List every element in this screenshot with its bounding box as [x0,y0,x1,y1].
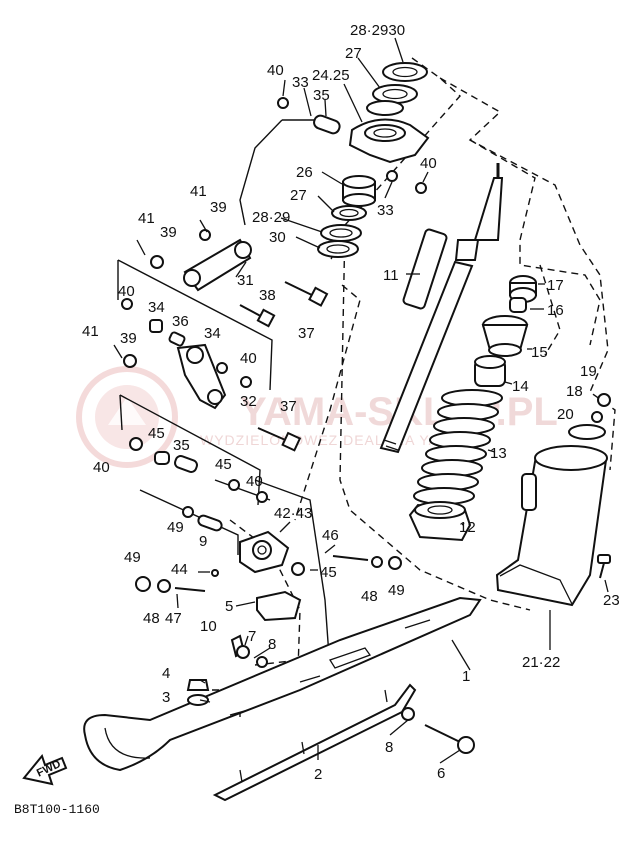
callout-15: 15 [531,344,548,361]
callout-49: 49 [167,519,184,536]
callout-36: 36 [172,313,189,330]
callout-17: 17 [547,277,564,294]
parts-spring [408,275,537,542]
callout-1: 1 [462,668,470,685]
callout-42-43: 42·43 [274,505,312,522]
callout-40: 40 [118,283,135,300]
callout-2: 2 [314,766,322,783]
callout-24-25: 24.25 [312,67,350,84]
callout-41: 41 [82,323,99,340]
callout-28-29-30-top: 28·2930 [350,22,405,39]
callout-5: 5 [225,598,233,615]
parts-link-arm [136,219,329,328]
callout-41: 41 [138,210,155,227]
callout-11: 11 [383,267,399,284]
callout-30: 30 [269,229,286,246]
callout-41: 41 [190,183,207,200]
parts-lower-pins [129,437,268,532]
callout-20: 20 [557,406,574,423]
callout-37: 37 [280,398,297,415]
callout-46: 46 [322,527,339,544]
callout-38: 38 [259,287,276,304]
callout-47: 47 [165,610,182,627]
callout-35: 35 [173,437,190,454]
callout-45: 45 [320,564,337,581]
callout-39: 39 [210,199,227,216]
callout-40: 40 [267,62,284,79]
parts-strut [379,163,504,454]
callout-34: 34 [204,325,221,342]
parts-spindle-bracket [135,530,402,668]
callout-19: 19 [580,363,597,380]
callout-8: 8 [385,739,393,756]
callout-27: 27 [290,187,307,204]
callout-37: 37 [298,325,315,342]
callout-10: 10 [200,618,217,635]
callout-40: 40 [240,350,257,367]
callout-6: 6 [437,765,445,782]
callout-33: 33 [377,202,394,219]
callout-33: 33 [292,74,309,91]
parts-ski [83,596,482,802]
callout-48: 48 [361,588,378,605]
callout-4: 4 [162,665,170,682]
callout-27-top: 27 [345,45,362,62]
callout-8: 8 [268,636,276,653]
diagram-code: B8T100-1160 [14,802,100,817]
parts-outer-tube [495,393,611,607]
callout-16: 16 [547,302,564,319]
callout-18: 18 [566,383,583,400]
callout-39: 39 [160,224,177,241]
callout-40: 40 [420,155,437,172]
callout-13: 13 [490,445,507,462]
callout-28-29: 28·29 [252,209,290,226]
callout-44: 44 [171,561,188,578]
callout-35: 35 [313,87,330,104]
callout-34: 34 [148,299,165,316]
callout-32: 32 [240,393,257,410]
callout-31: 31 [237,272,254,289]
callout-3: 3 [162,689,170,706]
callout-45: 45 [148,425,165,442]
callout-21-22: 21·22 [522,654,560,671]
callout-40: 40 [246,473,263,490]
callout-48: 48 [143,610,160,627]
callout-49: 49 [124,549,141,566]
fwd-arrow-icon: FWD [22,753,68,786]
assembly-group-lines [117,57,616,720]
parts-arm-32 [113,298,302,452]
watermark-tagline: WYDZIELONOWEZ DEALERA YAMAHA [200,432,483,448]
callout-12: 12 [459,519,476,536]
callout-26: 26 [296,164,313,181]
callout-labels: 28·2930 27 24.25 40 33 35 40 26 27 33 28… [82,22,620,783]
parts-top-bearings [277,62,430,258]
callout-14: 14 [512,378,529,395]
callout-39: 39 [120,330,137,347]
callout-7: 7 [248,628,256,645]
callout-49: 49 [388,582,405,599]
leader-lines [176,37,609,764]
callout-40: 40 [93,459,110,476]
coil-spring [413,389,503,505]
callout-45: 45 [215,456,232,473]
callout-23: 23 [603,592,620,609]
callout-9: 9 [199,533,207,550]
